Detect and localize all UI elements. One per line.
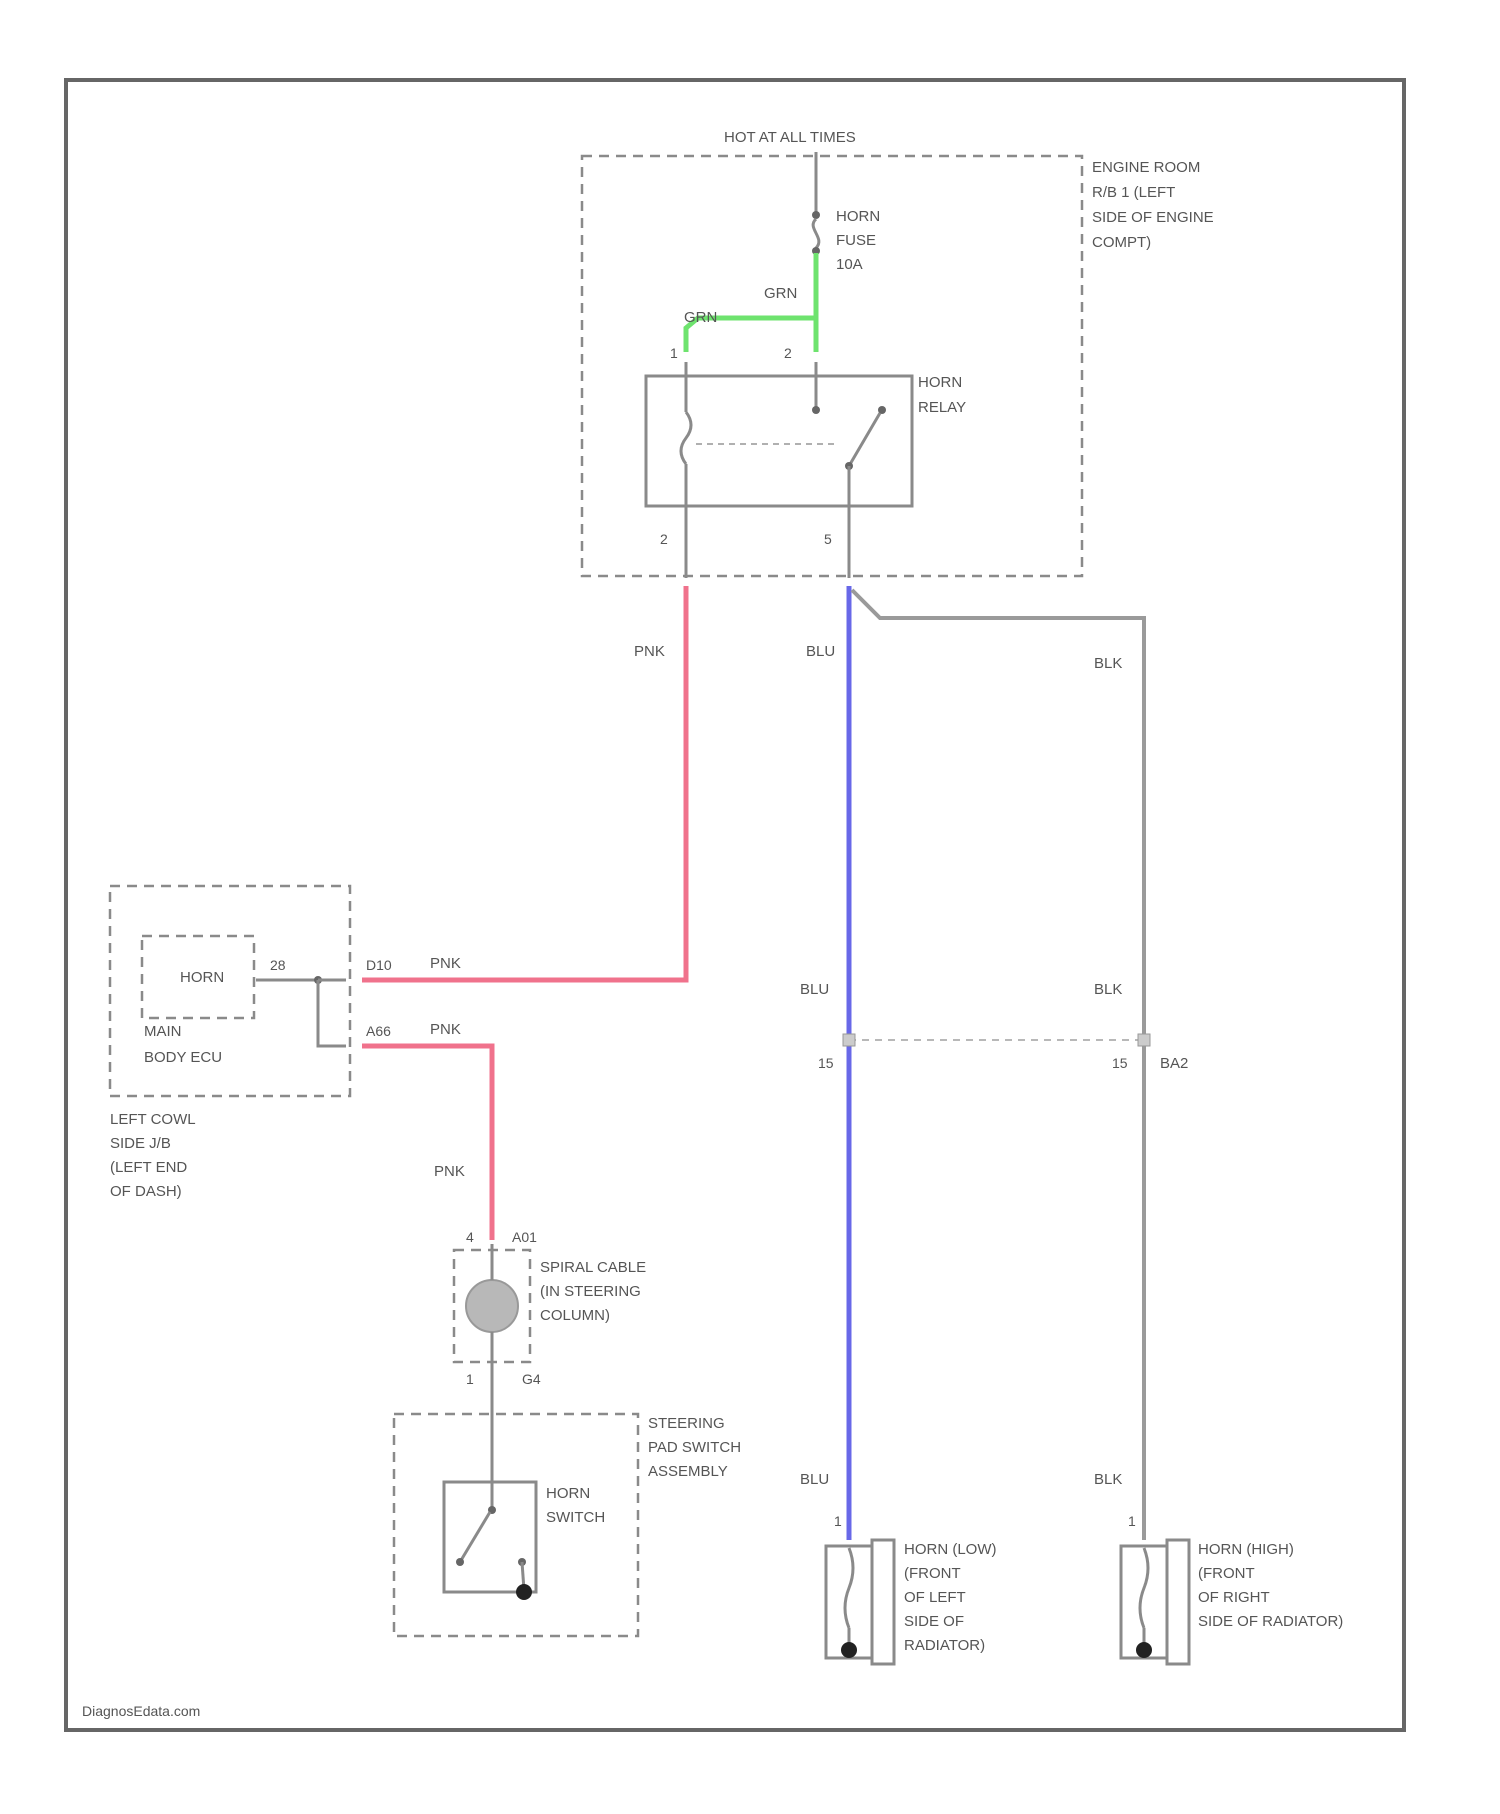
steering-pad-label: STEERING PAD SWITCH ASSEMBLY [648,1415,745,1480]
ecu-pin-28: 28 [270,957,286,973]
diagram-frame [66,80,1404,1730]
horn-low-symbol [826,1540,894,1664]
ecu-pin-a66: A66 [366,1023,391,1039]
horn-fuse-label: HORN FUSE 10A [836,208,884,273]
spiral-cable-pin-g4: G4 [522,1371,541,1387]
pnk-wire-label-3: PNK [430,1021,461,1038]
horn-high-label: HORN (HIGH) (FRONT OF RIGHT SIDE OF RADI… [1198,1541,1343,1630]
horn-low-pin: 1 [834,1513,842,1529]
blu-wire-label-2: BLU [800,981,829,998]
left-cowl-jb-label: LEFT COWL SIDE J/B (LEFT END OF DASH) [110,1111,199,1200]
horn-low-label: HORN (LOW) (FRONT OF LEFT SIDE OF RADIAT… [904,1541,1001,1654]
pnk-wire-label-4: PNK [434,1163,465,1180]
horn-high-pin: 1 [1128,1513,1136,1529]
horn-high-symbol [1121,1540,1189,1664]
spiral-cable-symbol [466,1280,518,1332]
engine-room-rb-box [582,156,1082,576]
horn-relay-symbol [646,362,912,578]
horn-fuse-symbol [812,211,820,255]
grn-wire-label-a: GRN [684,309,717,326]
relay-pin-5-bottom: 5 [824,531,832,547]
connector-pin-blk: 15 [1112,1055,1128,1071]
relay-pin-2-top: 2 [784,345,792,361]
relay-pin-1-top: 1 [670,345,678,361]
horn-switch-label: HORN SWITCH [546,1485,605,1526]
hot-at-all-times-label: HOT AT ALL TIMES [724,129,856,146]
engine-room-rb-label: ENGINE ROOM R/B 1 (LEFT SIDE OF ENGINE C… [1092,159,1218,251]
main-body-ecu-horn-label: HORN [180,969,224,986]
horn-relay-label: HORN RELAY [918,374,966,416]
connector-ba2-label: BA2 [1160,1055,1188,1072]
spiral-cable-pin-4: 4 [466,1229,474,1245]
pnk-wire-ecu-to-spiral [362,1046,492,1240]
pnk-wire-label-1: PNK [634,643,665,660]
spiral-cable-pin-1: 1 [466,1371,474,1387]
blu-wire-label-3: BLU [800,1471,829,1488]
relay-pin-2-bottom: 2 [660,531,668,547]
blk-wire-label-2: BLK [1094,981,1122,998]
blk-wire-label-3: BLK [1094,1471,1122,1488]
watermark-text: DiagnosEdata.com [82,1703,200,1719]
blu-wire-label-1: BLU [806,643,835,660]
ecu-internal-branch [318,980,346,1046]
blk-wire-label-1: BLK [1094,655,1122,672]
spiral-cable-label: SPIRAL CABLE (IN STEERING COLUMN) [540,1259,650,1324]
main-body-ecu-label: MAIN BODY ECU [144,1023,222,1066]
connector-pin-blu: 15 [818,1055,834,1071]
ecu-pin-d10: D10 [366,957,392,973]
pnk-wire-label-2: PNK [430,955,461,972]
horn-switch-symbol [444,1410,536,1600]
spiral-cable-pin-a01: A01 [512,1229,537,1245]
grn-wire-label-b: GRN [764,285,797,302]
blk-wire-relay-to-horn-high [852,590,1144,1540]
